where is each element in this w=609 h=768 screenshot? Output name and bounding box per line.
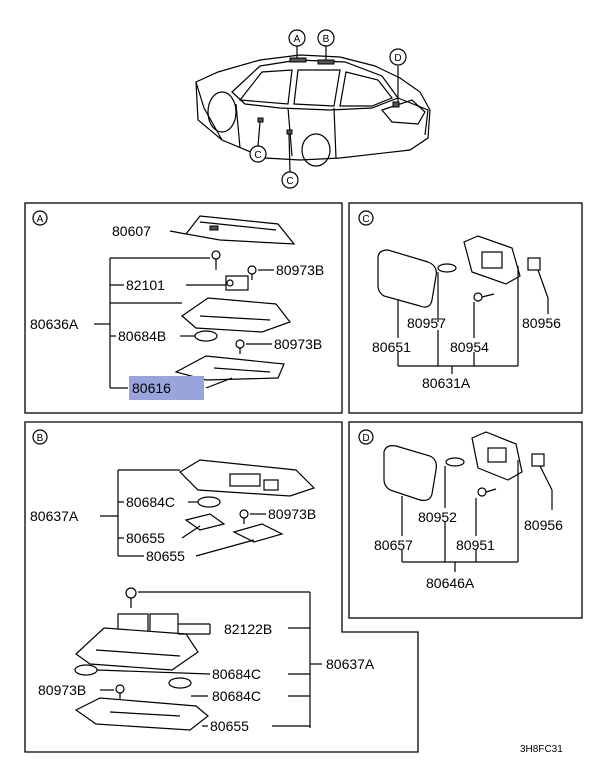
label-80973b-upper: 80973B — [276, 262, 324, 278]
highlight-80616 — [129, 376, 204, 400]
label-80684c-lower-2: 80684C — [212, 688, 261, 704]
callout-a: A — [288, 29, 306, 47]
panel-c-letter: C — [358, 210, 374, 226]
svg-text:C: C — [254, 150, 261, 161]
label-80684c-upper: 80684C — [126, 494, 175, 510]
diagram-code: 3H8FC31 — [520, 744, 563, 755]
label-80631a: 80631A — [422, 375, 471, 391]
label-80607: 80607 — [112, 223, 151, 239]
car-overview: A B C C D — [195, 29, 431, 189]
svg-text:A: A — [294, 34, 301, 45]
label-80637a-upper: 80637A — [30, 508, 79, 524]
panel-d: D 80952 80956 80657 80951 80646A — [348, 421, 583, 619]
panel-b: B — [24, 421, 419, 753]
panel-a-letter: A — [32, 210, 48, 226]
svg-text:C: C — [362, 214, 369, 225]
label-82101: 82101 — [126, 277, 165, 293]
callout-d: D — [389, 48, 407, 66]
label-80951: 80951 — [456, 537, 495, 553]
label-80973b-b-lower: 80973B — [38, 682, 86, 698]
svg-text:B: B — [323, 34, 330, 45]
panel-b-letter: B — [32, 429, 48, 445]
label-80636a: 80636A — [30, 316, 79, 332]
label-80655-lower: 80655 — [210, 718, 249, 734]
label-80684c-lower-1: 80684C — [212, 666, 261, 682]
callout-c-2: C — [281, 171, 299, 189]
label-80655-upper-2: 80655 — [146, 548, 185, 564]
label-80973b-lower: 80973B — [274, 336, 322, 352]
label-80657: 80657 — [374, 537, 413, 553]
panel-d-letter: D — [358, 429, 374, 445]
label-80684b: 80684B — [118, 328, 166, 344]
label-80952: 80952 — [418, 509, 457, 525]
svg-text:B: B — [37, 433, 44, 444]
label-80956-c: 80956 — [522, 315, 561, 331]
label-80637a-lower: 80637A — [326, 656, 375, 672]
svg-text:D: D — [362, 433, 369, 444]
panel-a: A — [24, 202, 343, 414]
label-82122b: 82122B — [224, 621, 272, 637]
label-80973b-b-upper: 80973B — [268, 506, 316, 522]
svg-text:A: A — [37, 214, 44, 225]
svg-text:D: D — [394, 53, 401, 64]
panel-c: C 80957 80956 80651 80954 80631A — [348, 202, 583, 414]
label-80616: 80616 — [132, 380, 171, 396]
label-80651: 80651 — [372, 339, 411, 355]
svg-text:C: C — [286, 176, 293, 187]
label-80954: 80954 — [450, 339, 489, 355]
callout-c-1: C — [249, 145, 267, 163]
label-80956-d: 80956 — [524, 517, 563, 533]
callout-b: B — [317, 29, 335, 47]
label-80957: 80957 — [407, 315, 446, 331]
label-80646a: 80646A — [426, 575, 475, 591]
label-80655-upper-1: 80655 — [126, 530, 165, 546]
